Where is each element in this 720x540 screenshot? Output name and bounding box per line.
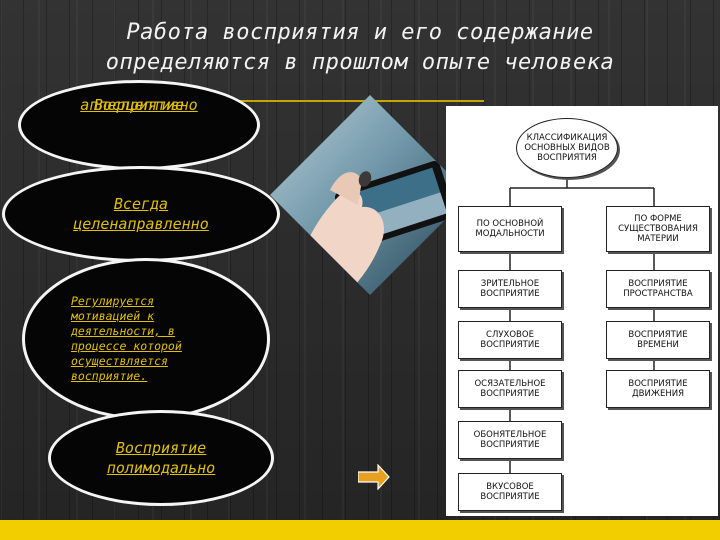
bottom-accent-bar <box>0 520 720 540</box>
item-line: ВОСПРИЯТИЕ <box>474 440 547 450</box>
oval-motivation-line: деятельности, в <box>71 324 221 339</box>
item-line: ВОСПРИЯТИЕ <box>480 340 539 350</box>
right-arrow-icon <box>358 464 390 490</box>
oval-polymodal-line1: Восприятие <box>107 438 215 458</box>
oval-motivation-line: осуществляется <box>71 354 221 369</box>
oval-purposeful-line2: целенаправленно <box>73 214 208 234</box>
item-line: ЗРИТЕЛЬНОЕ <box>480 279 539 289</box>
item-line: ВОСПРИЯТИЕ <box>480 492 539 502</box>
diagram-right-head: ПО ФОРМЕ СУЩЕСТВОВАНИЯ МАТЕРИИ <box>606 206 710 252</box>
classification-diagram: КЛАССИФИКАЦИЯ ОСНОВНЫХ ВИДОВ ВОСПРИЯТИЯ … <box>446 106 718 516</box>
oval-motivation-line: восприятие. <box>71 369 221 384</box>
oval-motivation-line: Регулируется <box>71 294 221 309</box>
right-head-line: МАТЕРИИ <box>618 234 698 244</box>
item-line: ВОСПРИЯТИЕ <box>480 289 539 299</box>
oval-motivation-line: процессе которой <box>71 339 221 354</box>
item-line: ВРЕМЕНИ <box>628 340 687 350</box>
oval-purposeful: Всегда целенаправленно <box>2 166 280 262</box>
diagram-root-box: КЛАССИФИКАЦИЯ ОСНОВНЫХ ВИДОВ ВОСПРИЯТИЯ <box>516 118 618 178</box>
item-line: ДВИЖЕНИЯ <box>628 389 687 399</box>
item-line: ВОСПРИЯТИЕ <box>628 330 687 340</box>
right-head-line: ПО ФОРМЕ <box>618 214 698 224</box>
oval-motivation: Регулируется мотивацией к деятельности, … <box>22 258 270 420</box>
diagram-left-head: ПО ОСНОВНОЙ МОДАЛЬНОСТИ <box>458 206 562 252</box>
item-line: ВОСПРИЯТИЕ <box>623 279 692 289</box>
left-head-line: ПО ОСНОВНОЙ <box>475 219 544 229</box>
slide-title: Работа восприятия и его содержание опред… <box>60 18 660 78</box>
item-line: ВОСПРИЯТИЕ <box>474 389 545 399</box>
root-line: ВОСПРИЯТИЯ <box>524 153 609 163</box>
oval-polymodal-line2: полимодально <box>107 458 215 478</box>
right-head-line: СУЩЕСТВОВАНИЯ <box>618 224 698 234</box>
item-line: ОСЯЗАТЕЛЬНОЕ <box>474 379 545 389</box>
oval-purposeful-text: Всегда целенаправленно <box>73 194 208 234</box>
root-line: КЛАССИФИКАЦИЯ <box>524 133 609 143</box>
left-head-line: МОДАЛЬНОСТИ <box>475 229 544 239</box>
oval-motivation-text: Регулируется мотивацией к деятельности, … <box>71 294 221 384</box>
item-line: ВОСПРИЯТИЕ <box>628 379 687 389</box>
oval-motivation-line: мотивацией к <box>71 309 221 324</box>
item-line: ВКУСОВОЕ <box>480 482 539 492</box>
oval-apperceptive-line2: апперцептивно <box>80 95 197 115</box>
slide-title-line2: определяются в прошлом опыте человека <box>60 48 660 78</box>
oval-polymodal: Восприятие полимодально <box>48 410 274 506</box>
item-line: СЛУХОВОЕ <box>480 330 539 340</box>
oval-apperceptive: Восприятие апперцептивно <box>18 80 260 170</box>
phone-photo <box>270 95 470 305</box>
oval-polymodal-text: Восприятие полимодально <box>107 438 215 478</box>
slide-title-line1: Работа восприятия и его содержание <box>60 18 660 48</box>
item-line: ПРОСТРАНСТВА <box>623 289 692 299</box>
root-line: ОСНОВНЫХ ВИДОВ <box>524 143 609 153</box>
item-line: ОБОНЯТЕЛЬНОЕ <box>474 430 547 440</box>
oval-purposeful-line1: Всегда <box>73 194 208 214</box>
